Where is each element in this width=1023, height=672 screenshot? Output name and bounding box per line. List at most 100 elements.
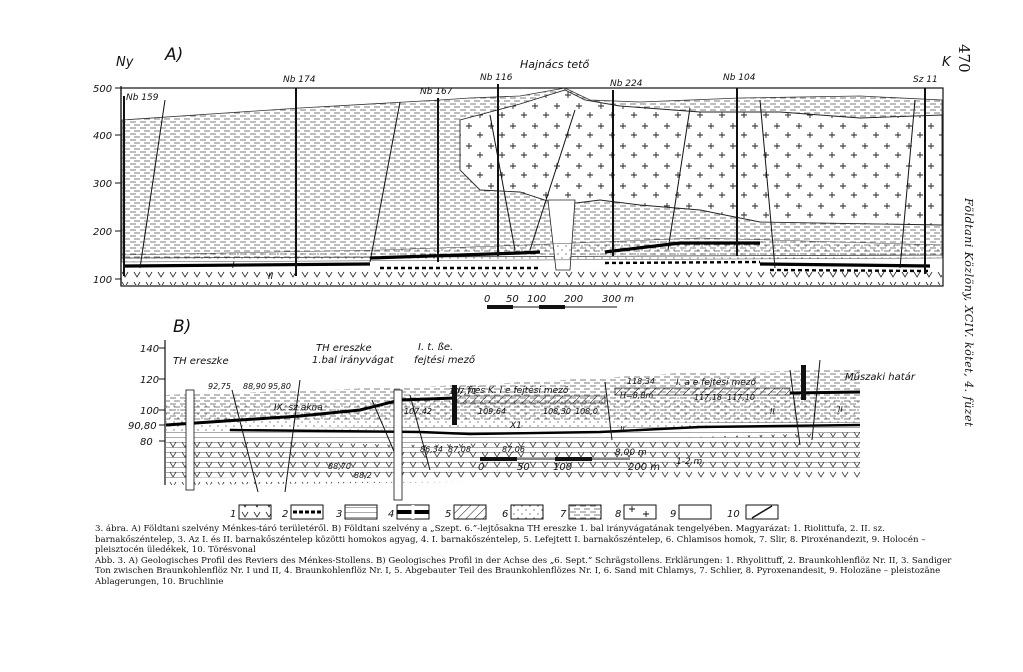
value-label: 87,06 xyxy=(502,445,525,454)
elevation-axis-b: 140 120 100 90,80 80 xyxy=(128,340,166,485)
label-ix-szakna: IX. sz akna xyxy=(274,403,323,413)
scale-a-100: 100 xyxy=(527,294,546,305)
label-fejtesi-2: fejtési mező xyxy=(414,354,476,366)
legend-num-5: 5 xyxy=(445,509,451,520)
page-number: 470 xyxy=(955,44,973,73)
value-label: 87,08 xyxy=(448,445,471,454)
legend-swatch-sandy-clay xyxy=(344,504,378,520)
journal-title: Földtani Közlöny, XCIV. kötet, 4. füzet xyxy=(962,198,975,428)
geological-figure: A) Ny K 500 400 300 200 100 xyxy=(93,45,952,520)
scale-bar-b: 0 50 100 200 m xyxy=(478,457,660,473)
label-iae: I. a e fejtési mező xyxy=(676,377,757,388)
legend-num-2: 2 xyxy=(282,509,288,520)
scale-b-200: 200 m xyxy=(628,462,660,473)
elev-b-80: 80 xyxy=(140,437,153,448)
label-h: H=8,8m xyxy=(620,391,653,400)
value-label: 95,80 xyxy=(268,382,291,391)
profile-a-label: A) xyxy=(164,45,183,65)
elev-a-300: 300 xyxy=(93,179,112,190)
profile-a: A) Ny K 500 400 300 200 100 xyxy=(93,45,952,309)
legend-swatch-chlamys-sand xyxy=(510,504,544,520)
legend-swatch-andesite xyxy=(623,504,657,520)
value-label: II xyxy=(770,407,775,416)
elevation-axis-a: 500 400 300 200 100 xyxy=(93,84,122,286)
value-labels-b: 92,75 88,90 95,80 107,71 107,42 109,64 1… xyxy=(208,377,843,480)
scale-a-0: 0 xyxy=(484,294,490,305)
scale-a-50: 50 xyxy=(506,294,519,305)
value-label: II xyxy=(838,405,843,414)
legend-swatch-mined xyxy=(453,504,487,520)
coal-seams-a: I II xyxy=(124,241,931,282)
value-label: 108,0 xyxy=(575,407,598,416)
profile-b: B) 140 120 100 90,80 80 xyxy=(128,317,916,501)
caption-hungarian: 3. ábra. A) Földtani szelvény Ménkes-tár… xyxy=(95,524,926,556)
label-x1: X1 xyxy=(509,421,522,431)
borehole-nb159: Nb 159 xyxy=(126,93,159,103)
label-depth1: 8,00 m xyxy=(615,448,647,458)
mined-seam-1 xyxy=(454,395,606,404)
legend: 1 2 3 4 5 6 7 8 9 10 xyxy=(230,504,779,520)
borehole-nb104: Nb 104 xyxy=(723,73,756,83)
andesite-pattern xyxy=(460,90,942,225)
legend-num-10: 10 xyxy=(727,509,740,520)
rhyolite-tuff-layer xyxy=(122,268,942,285)
legend-num-6: 6 xyxy=(502,509,508,520)
value-label: 109,64 xyxy=(478,407,506,416)
value-label: 88,70 xyxy=(328,462,351,471)
value-label: 117,10 xyxy=(727,393,755,402)
borehole-sz11: Sz 11 xyxy=(913,75,938,85)
value-label: 118,34 xyxy=(627,377,655,386)
elev-a-100: 100 xyxy=(93,275,112,286)
elev-b-140: 140 xyxy=(140,344,159,355)
label-tres: I. Trés K. I e fejtési mező xyxy=(458,385,569,396)
legend-num-9: 9 xyxy=(670,509,676,520)
value-label: II xyxy=(620,425,625,434)
legend-swatch-coal-ii xyxy=(290,504,324,520)
shafts-b xyxy=(185,365,806,501)
value-label: 107,71 xyxy=(449,387,477,396)
legend-swatch-rhyolite-tuff xyxy=(238,504,272,520)
west-label: Ny xyxy=(116,55,134,70)
fault-lines-a xyxy=(139,99,916,269)
seam-ii-label: II xyxy=(268,272,274,282)
label-th-bal-2: 1.bal irányvágat xyxy=(312,354,395,366)
scale-a-200: 200 xyxy=(564,294,583,305)
scale-a-300: 300 m xyxy=(602,294,634,305)
scale-b-50: 50 xyxy=(517,462,530,473)
borehole-nb116: Nb 116 xyxy=(480,73,513,83)
label-th-ereszke: TH ereszke xyxy=(173,356,229,367)
value-label: 86,34 xyxy=(420,445,443,454)
value-label: 92,75 xyxy=(208,382,231,391)
east-label: K xyxy=(942,55,952,70)
labels-b: TH ereszke TH ereszke 1.bal irányvágat I… xyxy=(173,342,916,467)
value-label: 107,42 xyxy=(404,407,432,416)
label-muszaki: Műszaki határ xyxy=(845,371,916,383)
profile-a-frame xyxy=(120,87,944,287)
scale-b-0: 0 xyxy=(478,462,484,473)
legend-swatch-fault xyxy=(745,504,779,520)
elev-b-100: 100 xyxy=(140,406,159,417)
legend-swatch-holocene xyxy=(678,504,712,520)
boreholes-a xyxy=(123,84,926,276)
label-fejtesi-1: I. t. ße. xyxy=(418,342,453,353)
figure-caption: 3. ábra. A) Földtani szelvény Ménkes-tár… xyxy=(95,524,955,588)
elev-a-500: 500 xyxy=(93,84,112,95)
value-label: 117,18 xyxy=(694,393,722,402)
value-label: 108,30 xyxy=(543,407,571,416)
elev-b-9080: 90,80 xyxy=(128,421,157,432)
profile-b-label: B) xyxy=(173,317,191,337)
seam-i-label: I xyxy=(232,261,235,271)
legend-swatch-coal-i xyxy=(396,504,430,520)
value-label: 88,90 xyxy=(243,382,266,391)
elev-a-400: 400 xyxy=(93,131,112,142)
peak-label: Hajnács tető xyxy=(520,58,589,71)
caption-german: Abb. 3. A) Geologisches Profil des Revie… xyxy=(95,555,952,587)
borehole-labels-a: Nb 159 Nb 174 Nb 167 Nb 116 Nb 224 Nb 10… xyxy=(126,58,938,103)
scale-b-100: 100 xyxy=(553,462,572,473)
elev-b-120: 120 xyxy=(140,375,159,386)
legend-num-3: 3 xyxy=(336,509,342,520)
legend-num-7: 7 xyxy=(560,509,567,520)
label-depth2: 1-2 m xyxy=(676,457,703,467)
fault-lines-b xyxy=(231,359,821,493)
borehole-nb224: Nb 224 xyxy=(610,79,643,89)
